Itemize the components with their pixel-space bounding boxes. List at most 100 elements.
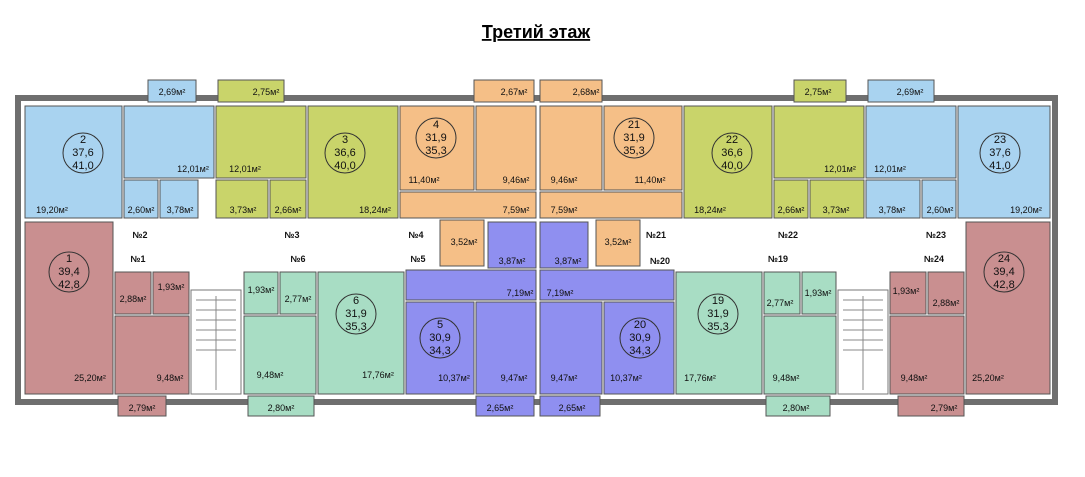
badge-22-total: 40,0 xyxy=(721,160,742,172)
area-1-living: 25,20м² xyxy=(74,373,106,383)
badge-1-area: 39,4 xyxy=(58,266,79,278)
badge-20: 20 30,9 34,3 xyxy=(619,317,661,359)
badge-22-area: 36,6 xyxy=(721,147,742,159)
balcony-21 xyxy=(539,79,603,103)
badge-24: 24 39,4 42,8 xyxy=(983,251,1025,293)
door-label-24: №24 xyxy=(924,254,944,264)
room-24-kitchen xyxy=(889,315,965,395)
door-labels: №2 №3 №4 №21 №22 №23 №1 №6 №5 №20 №19 №2… xyxy=(130,230,946,266)
door-label-4: №4 xyxy=(408,230,423,240)
area-5-kitchen: 9,47м² xyxy=(501,373,528,383)
bottom-row xyxy=(24,221,1051,395)
area-6-living: 17,76м² xyxy=(362,370,394,380)
balcony-1 xyxy=(117,395,167,417)
room-23-hall xyxy=(921,179,957,219)
room-2-bedroom xyxy=(123,105,215,179)
area-2-bath: 3,78м² xyxy=(167,205,194,215)
badge-23-area: 37,6 xyxy=(989,147,1010,159)
room-1-living xyxy=(24,221,114,395)
area-19-kitchen: 9,48м² xyxy=(773,373,800,383)
area-2-bedroom: 12,01м² xyxy=(177,164,209,174)
room-1-kitchen xyxy=(114,315,190,395)
door-label-22: №22 xyxy=(778,230,798,240)
badge-3-total: 40,0 xyxy=(334,160,355,172)
page-title: Третий этаж xyxy=(482,22,591,42)
badge-4-total: 35,3 xyxy=(425,145,446,157)
room-3-hall xyxy=(269,179,307,219)
badge-5-total: 34,3 xyxy=(429,345,450,357)
balcony-19 xyxy=(765,395,831,417)
room-21-bath xyxy=(595,219,641,267)
badge-4-area: 31,9 xyxy=(425,132,446,144)
badge-2: 2 37,6 41,0 xyxy=(62,132,104,174)
area-balcony-2: 2,69м² xyxy=(159,87,186,97)
area-23-hall: 2,60м² xyxy=(927,205,954,215)
room-24-bath xyxy=(889,271,927,315)
room-22-bath xyxy=(809,179,865,219)
badge-1-total: 42,8 xyxy=(58,279,79,291)
area-24-bath: 1,93м² xyxy=(893,286,920,296)
room-24-hall xyxy=(927,271,965,315)
outer-wall xyxy=(15,95,1058,405)
room-1-hall xyxy=(114,271,152,315)
door-label-3: №3 xyxy=(284,230,299,240)
room-23-bedroom xyxy=(865,105,957,179)
area-22-bedroom: 12,01м² xyxy=(824,164,856,174)
area-5-hall: 7,19м² xyxy=(507,288,534,298)
room-6-bath xyxy=(243,271,279,315)
door-label-6: №6 xyxy=(290,254,305,264)
room-3-living xyxy=(307,105,399,219)
door-label-20: №20 xyxy=(650,256,670,266)
area-balcony-19: 2,80м² xyxy=(783,403,810,413)
badge-21-area: 31,9 xyxy=(623,132,644,144)
badge-6-total: 35,3 xyxy=(345,321,366,333)
badge-23-number: 23 xyxy=(994,134,1006,146)
area-balcony-23: 2,69м² xyxy=(897,87,924,97)
badge-2-number: 2 xyxy=(80,134,86,146)
area-21-hall: 7,59м² xyxy=(551,205,578,215)
room-23-living xyxy=(957,105,1051,219)
badge-6-area: 31,9 xyxy=(345,308,366,320)
stair-treads xyxy=(196,296,883,390)
area-5-bath: 3,87м² xyxy=(499,256,526,266)
room-4-kitchen xyxy=(475,105,537,191)
balconies-bottom xyxy=(117,395,965,417)
badge-6: 6 31,9 35,3 xyxy=(335,293,377,335)
room-19-bath xyxy=(801,271,837,315)
area-20-bath: 3,87м² xyxy=(555,256,582,266)
area-19-bath: 1,93м² xyxy=(805,288,832,298)
badge-20-number: 20 xyxy=(634,319,646,331)
balconies-top xyxy=(147,79,935,103)
area-6-bath: 1,93м² xyxy=(248,285,275,295)
room-5-kitchen xyxy=(475,301,537,395)
room-24-living xyxy=(965,221,1051,395)
room-4-bedroom xyxy=(399,105,475,191)
room-20-kitchen xyxy=(539,301,603,395)
area-23-bedroom: 12,01м² xyxy=(874,164,906,174)
area-20-hall: 7,19м² xyxy=(547,288,574,298)
area-19-hall: 2,77м² xyxy=(767,298,794,308)
door-label-23: №23 xyxy=(926,230,946,240)
area-balcony-1: 2,79м² xyxy=(129,403,156,413)
area-24-kitchen: 9,48м² xyxy=(901,373,928,383)
badge-24-number: 24 xyxy=(998,253,1010,265)
badge-4: 4 31,9 35,3 xyxy=(415,117,457,159)
area-4-kitchen: 9,46м² xyxy=(503,175,530,185)
area-23-living: 19,20м² xyxy=(1010,205,1042,215)
area-21-kitchen: 9,46м² xyxy=(551,175,578,185)
room-3-bedroom xyxy=(215,105,307,179)
area-balcony-4: 2,67м² xyxy=(501,87,528,97)
badge-19-area: 31,9 xyxy=(707,308,728,320)
area-24-hall: 2,88м² xyxy=(933,298,960,308)
balcony-23 xyxy=(867,79,935,103)
room-5-living xyxy=(405,301,475,395)
area-balcony-20: 2,65м² xyxy=(559,403,586,413)
door-label-5: №5 xyxy=(410,254,425,264)
area-22-bath: 3,73м² xyxy=(823,205,850,215)
balcony-24 xyxy=(897,395,965,417)
area-balcony-6: 2,80м² xyxy=(268,403,295,413)
room-22-living xyxy=(683,105,773,219)
badge-6-number: 6 xyxy=(353,295,359,307)
room-20-bath xyxy=(539,221,589,269)
